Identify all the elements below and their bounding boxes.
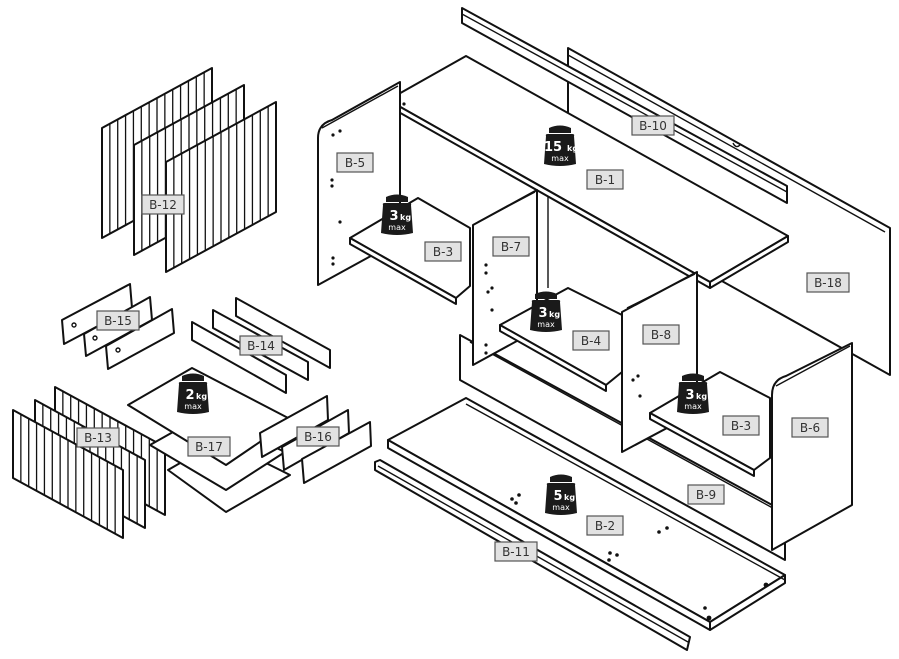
part-label-text: B-7 (501, 240, 521, 254)
part-label-b-16: B-16 (296, 426, 340, 447)
part-label-b-2: B-2 (586, 515, 624, 536)
weight-unit: kg (400, 213, 411, 222)
weight-unit: kg (564, 493, 575, 502)
part-right-side-panel (771, 342, 853, 551)
weight-qualifier: max (184, 402, 202, 411)
weight-value: 2 (185, 388, 194, 403)
weight-value: 3 (389, 209, 398, 224)
part-label-b-7: B-7 (492, 236, 530, 257)
part-labels: B-1B-2B-3B-3B-4B-5B-6B-7B-8B-9B-10B-11B-… (76, 115, 850, 562)
part-label-b-4: B-4 (572, 330, 610, 351)
part-label-b-6: B-6 (791, 417, 829, 438)
part-label-text: B-10 (639, 119, 667, 133)
weight-value: 5 (553, 489, 562, 504)
part-label-text: B-16 (304, 430, 332, 444)
weight-qualifier: max (684, 402, 702, 411)
part-label-text: B-8 (651, 328, 671, 342)
part-label-text: B-3 (731, 419, 751, 433)
part-label-b-12: B-12 (141, 194, 185, 215)
part-label-text: B-14 (247, 339, 275, 353)
weight-value: 3 (538, 306, 547, 321)
part-label-text: B-6 (800, 421, 820, 435)
part-label-b-10: B-10 (631, 115, 675, 136)
part-label-b-14: B-14 (239, 335, 283, 356)
part-label-b-1: B-1 (586, 169, 624, 190)
weight-unit: kg (696, 392, 707, 401)
part-label-b-15: B-15 (96, 310, 140, 331)
part-label-text: B-3 (433, 245, 453, 259)
weight-value: 15 (544, 140, 562, 155)
weight-unit: kg (567, 144, 578, 153)
part-label-b-3b: B-3 (722, 415, 760, 436)
weight-qualifier: max (388, 223, 406, 232)
part-label-text: B-17 (195, 440, 223, 454)
part-label-b-8: B-8 (642, 324, 680, 345)
part-bottom-panel (387, 397, 786, 631)
part-label-text: B-2 (595, 519, 615, 533)
part-label-text: B-15 (104, 314, 132, 328)
part-label-text: B-18 (814, 276, 842, 290)
part-label-b-13: B-13 (76, 427, 120, 448)
part-label-text: B-4 (581, 334, 601, 348)
part-slatted-door-panels (101, 67, 277, 273)
part-label-text: B-11 (502, 545, 530, 559)
part-label-text: B-12 (149, 198, 177, 212)
weight-qualifier: max (552, 503, 570, 512)
weight-qualifier: max (537, 320, 555, 329)
part-label-b-18: B-18 (806, 272, 850, 293)
part-label-b-5: B-5 (336, 152, 374, 173)
part-label-text: B-9 (696, 488, 716, 502)
weight-unit: kg (549, 310, 560, 319)
weight-qualifier: max (551, 154, 569, 163)
part-rear-top-rail (461, 7, 788, 204)
part-left-shelf (349, 197, 471, 305)
part-label-b-3a: B-3 (424, 241, 462, 262)
part-label-b-17: B-17 (187, 436, 231, 457)
part-label-text: B-1 (595, 173, 615, 187)
part-label-text: B-13 (84, 431, 112, 445)
part-label-b-11: B-11 (494, 541, 538, 562)
weight-value: 3 (685, 388, 694, 403)
part-label-b-9: B-9 (687, 484, 725, 505)
weight-unit: kg (196, 392, 207, 401)
part-label-text: B-5 (345, 156, 365, 170)
